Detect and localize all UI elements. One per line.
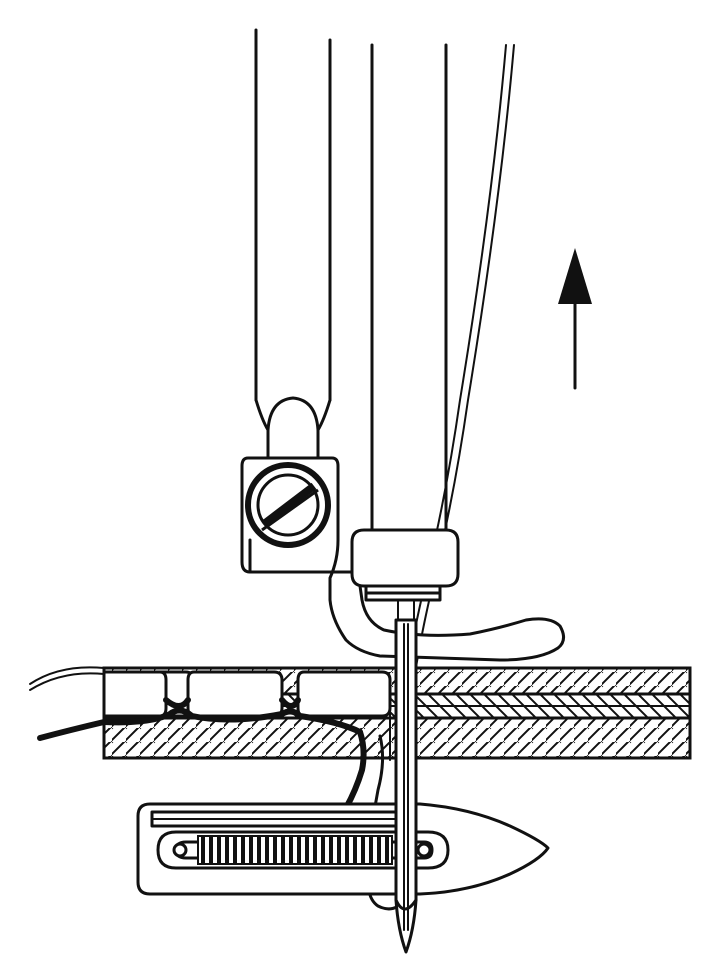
needle <box>394 618 418 954</box>
needle-bar <box>370 43 448 532</box>
up-arrow-icon <box>558 248 592 390</box>
screw-icon <box>245 462 331 548</box>
stitch-loops <box>101 670 397 771</box>
presser-bar <box>254 28 332 460</box>
needle-clamp <box>350 528 460 621</box>
upper-thread <box>405 44 515 681</box>
bobbin-spring <box>172 835 432 865</box>
